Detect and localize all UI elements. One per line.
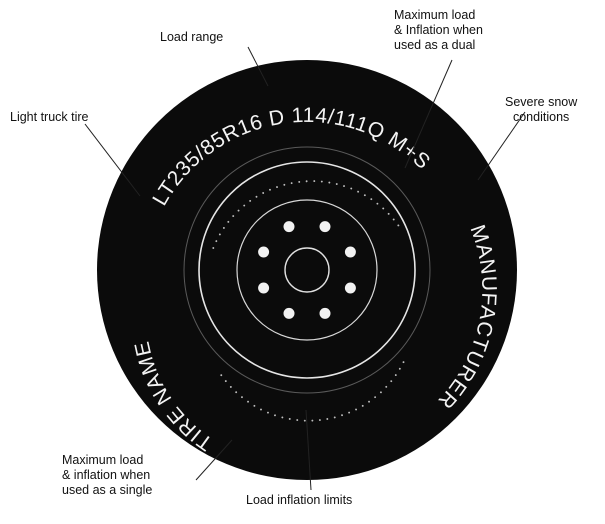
lug-nut — [258, 247, 269, 258]
label-max-load-single-line3: used as a single — [62, 483, 152, 498]
lug-nut — [345, 283, 356, 294]
lug-nut — [258, 283, 269, 294]
lug-nut — [345, 247, 356, 258]
label-max-load-single-line2: & inflation when — [62, 468, 152, 483]
label-max-load-dual-line3: used as a dual — [394, 38, 483, 53]
label-severe-snow-line2: conditions — [505, 110, 577, 125]
lug-nut — [284, 221, 295, 232]
label-max-load-single: Maximum load & inflation when used as a … — [62, 453, 152, 498]
label-max-load-dual-line2: & Inflation when — [394, 23, 483, 38]
lug-nut — [284, 308, 295, 319]
lug-nut — [320, 221, 331, 232]
lug-nut — [320, 308, 331, 319]
label-load-range: Load range — [160, 30, 223, 45]
label-load-inflation-limits: Load inflation limits — [246, 493, 352, 508]
label-severe-snow: Severe snow conditions — [505, 95, 577, 125]
label-severe-snow-line1: Severe snow — [505, 95, 577, 110]
label-max-load-dual-line1: Maximum load — [394, 8, 483, 23]
label-max-load-dual: Maximum load & Inflation when used as a … — [394, 8, 483, 53]
label-max-load-single-line1: Maximum load — [62, 453, 152, 468]
label-light-truck: Light truck tire — [10, 110, 89, 125]
